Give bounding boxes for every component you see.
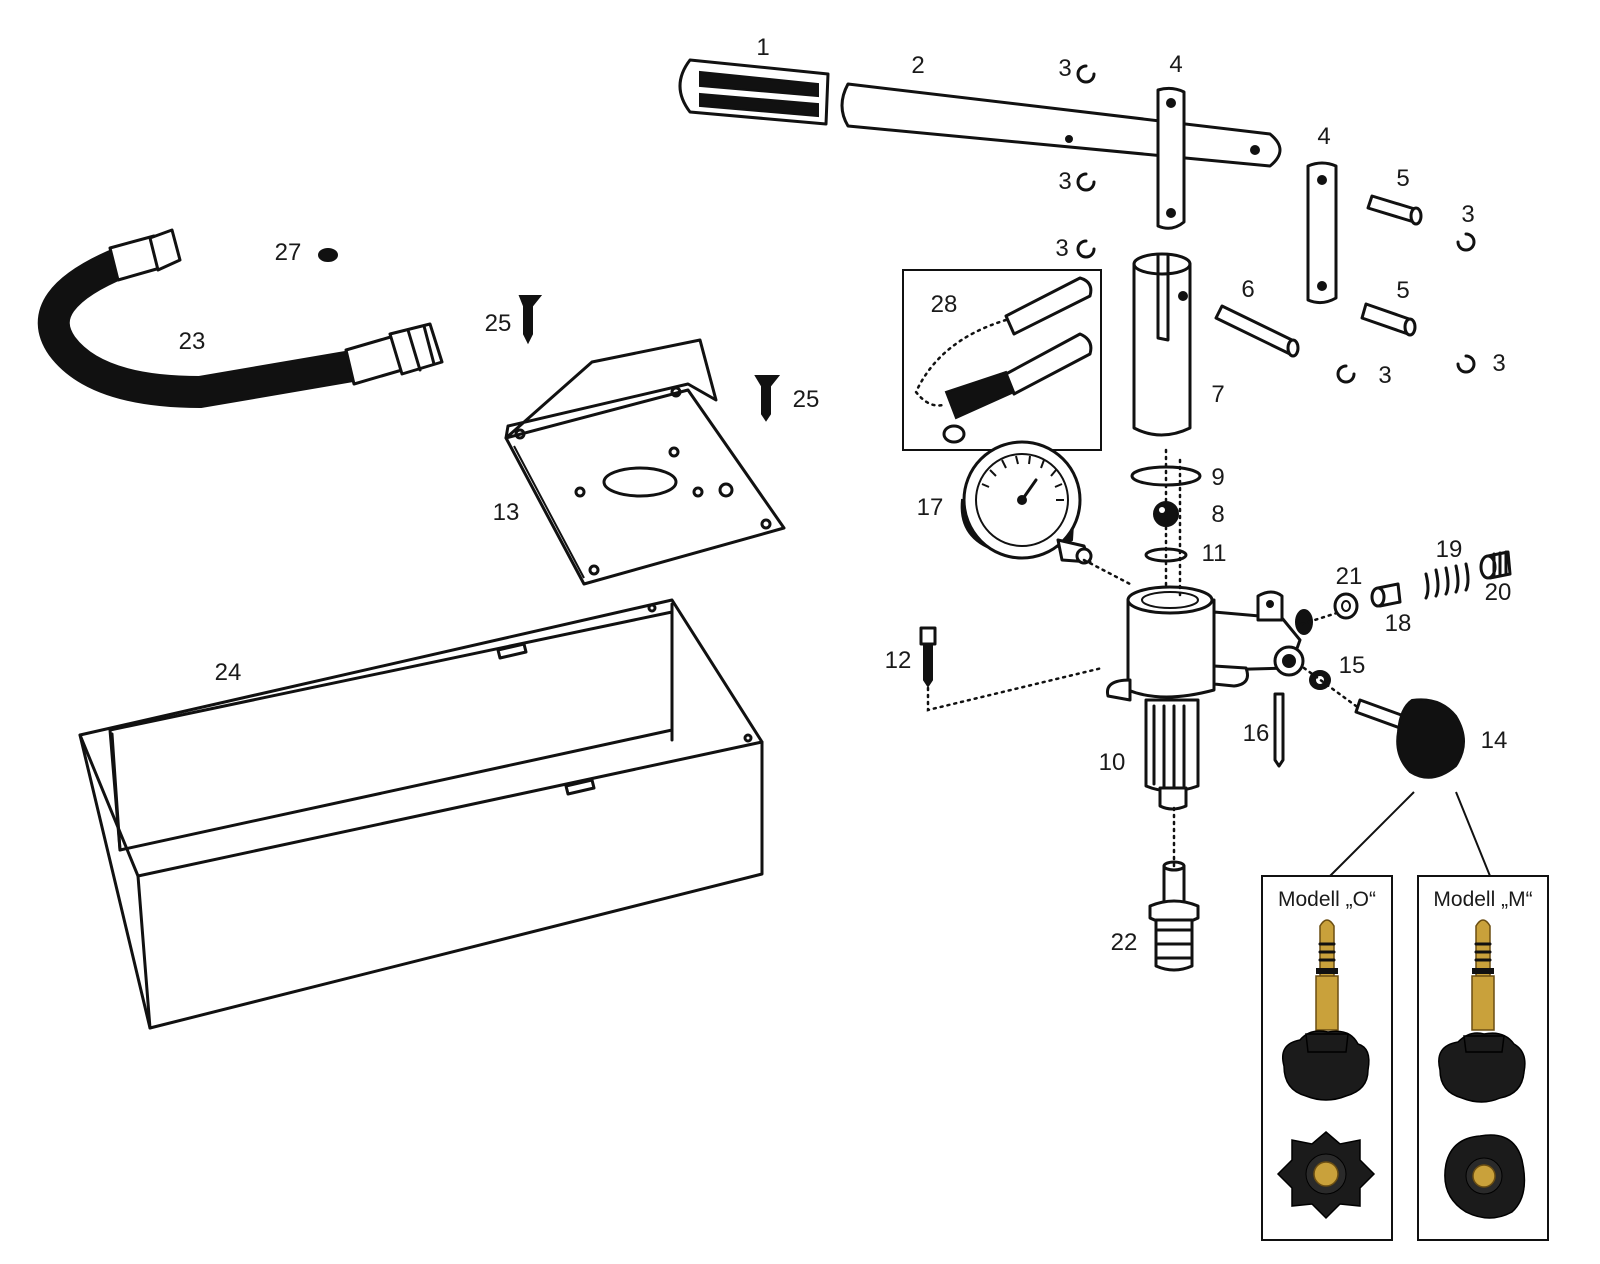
part-10-cylinder	[1144, 698, 1200, 811]
part-19-spring	[1424, 562, 1470, 600]
label-part-5a: 5	[1396, 165, 1409, 192]
label-part-18: 18	[1385, 610, 1412, 637]
part-16-pin	[1273, 692, 1285, 768]
label-part-25a: 25	[485, 310, 512, 337]
part-21-washer	[1333, 592, 1359, 620]
label-part-17: 17	[917, 494, 944, 521]
label-part-20: 20	[1485, 579, 1512, 606]
label-part-28: 28	[931, 291, 958, 318]
part-5-pin-lower	[1360, 302, 1417, 337]
label-part-10: 10	[1099, 749, 1126, 776]
label-part-9: 9	[1211, 464, 1224, 491]
label-part-7: 7	[1211, 381, 1224, 408]
label-part-12: 12	[885, 647, 912, 674]
part-24-tank	[78, 598, 764, 1030]
label-part-5b: 5	[1396, 277, 1409, 304]
part-7-plunger	[1132, 252, 1192, 437]
label-part-27: 27	[275, 239, 302, 266]
label-part-21: 21	[1336, 563, 1363, 590]
pump-body	[1105, 585, 1313, 702]
label-part-22: 22	[1111, 929, 1138, 956]
inset-model-m: Modell „M“	[1417, 875, 1549, 1241]
part-13-mounting-plate	[504, 338, 786, 586]
label-part-8: 8	[1211, 501, 1224, 528]
part-4-link-upper	[1156, 86, 1186, 230]
part-25-screw-a	[518, 295, 543, 345]
part-6-long-pin	[1214, 304, 1300, 358]
label-part-14: 14	[1481, 727, 1508, 754]
label-part-1: 1	[756, 34, 769, 61]
model-m-caption: Modell „M“	[1433, 888, 1532, 911]
model-o-caption: Modell „O“	[1278, 888, 1376, 911]
label-part-23: 23	[179, 328, 206, 355]
label-part-3e: 3	[1378, 362, 1391, 389]
part-23-hose	[37, 228, 444, 409]
label-part-15: 15	[1339, 652, 1366, 679]
part-9-oring	[1130, 465, 1202, 487]
label-part-6: 6	[1241, 276, 1254, 303]
part-12-bolt	[919, 626, 937, 688]
inset-model-o: Modell „O“	[1261, 875, 1393, 1241]
part-25-screw-b	[754, 375, 781, 422]
part-3-circlip-icons	[1076, 64, 1476, 384]
part-2-lever-arm	[840, 82, 1282, 168]
part-20-plug	[1479, 550, 1512, 580]
label-part-2: 2	[911, 52, 924, 79]
callout-labels: 1 2 3 4 4 3 5 3 3 27 6 5 28 25 23 3 3 7 …	[179, 34, 1512, 956]
assembly-dotted-lines	[926, 448, 1358, 868]
label-part-25b: 25	[793, 386, 820, 413]
label-part-4a: 4	[1169, 51, 1182, 78]
part-17-pressure-gauge	[960, 440, 1093, 565]
part-5-pin-upper	[1366, 194, 1423, 226]
part-27-nut	[318, 248, 338, 262]
label-part-3c: 3	[1461, 201, 1474, 228]
label-part-16: 16	[1243, 720, 1270, 747]
label-part-4b: 4	[1317, 123, 1330, 150]
label-part-11: 11	[1202, 540, 1227, 567]
part-14-valve-knob	[1354, 698, 1465, 779]
label-part-13: 13	[493, 499, 520, 526]
inset-leader-lines	[1329, 791, 1491, 877]
part-1-handle-grip	[678, 58, 830, 126]
label-part-24: 24	[215, 659, 242, 686]
part-4-link-lower	[1306, 161, 1338, 305]
label-part-3d: 3	[1055, 235, 1068, 262]
part-18-valve-insert	[1370, 582, 1402, 608]
label-part-3b: 3	[1058, 168, 1071, 195]
part-22-filter	[1148, 860, 1200, 972]
label-part-3a: 3	[1058, 55, 1071, 82]
label-part-19: 19	[1436, 536, 1463, 563]
label-part-3f: 3	[1492, 350, 1505, 377]
